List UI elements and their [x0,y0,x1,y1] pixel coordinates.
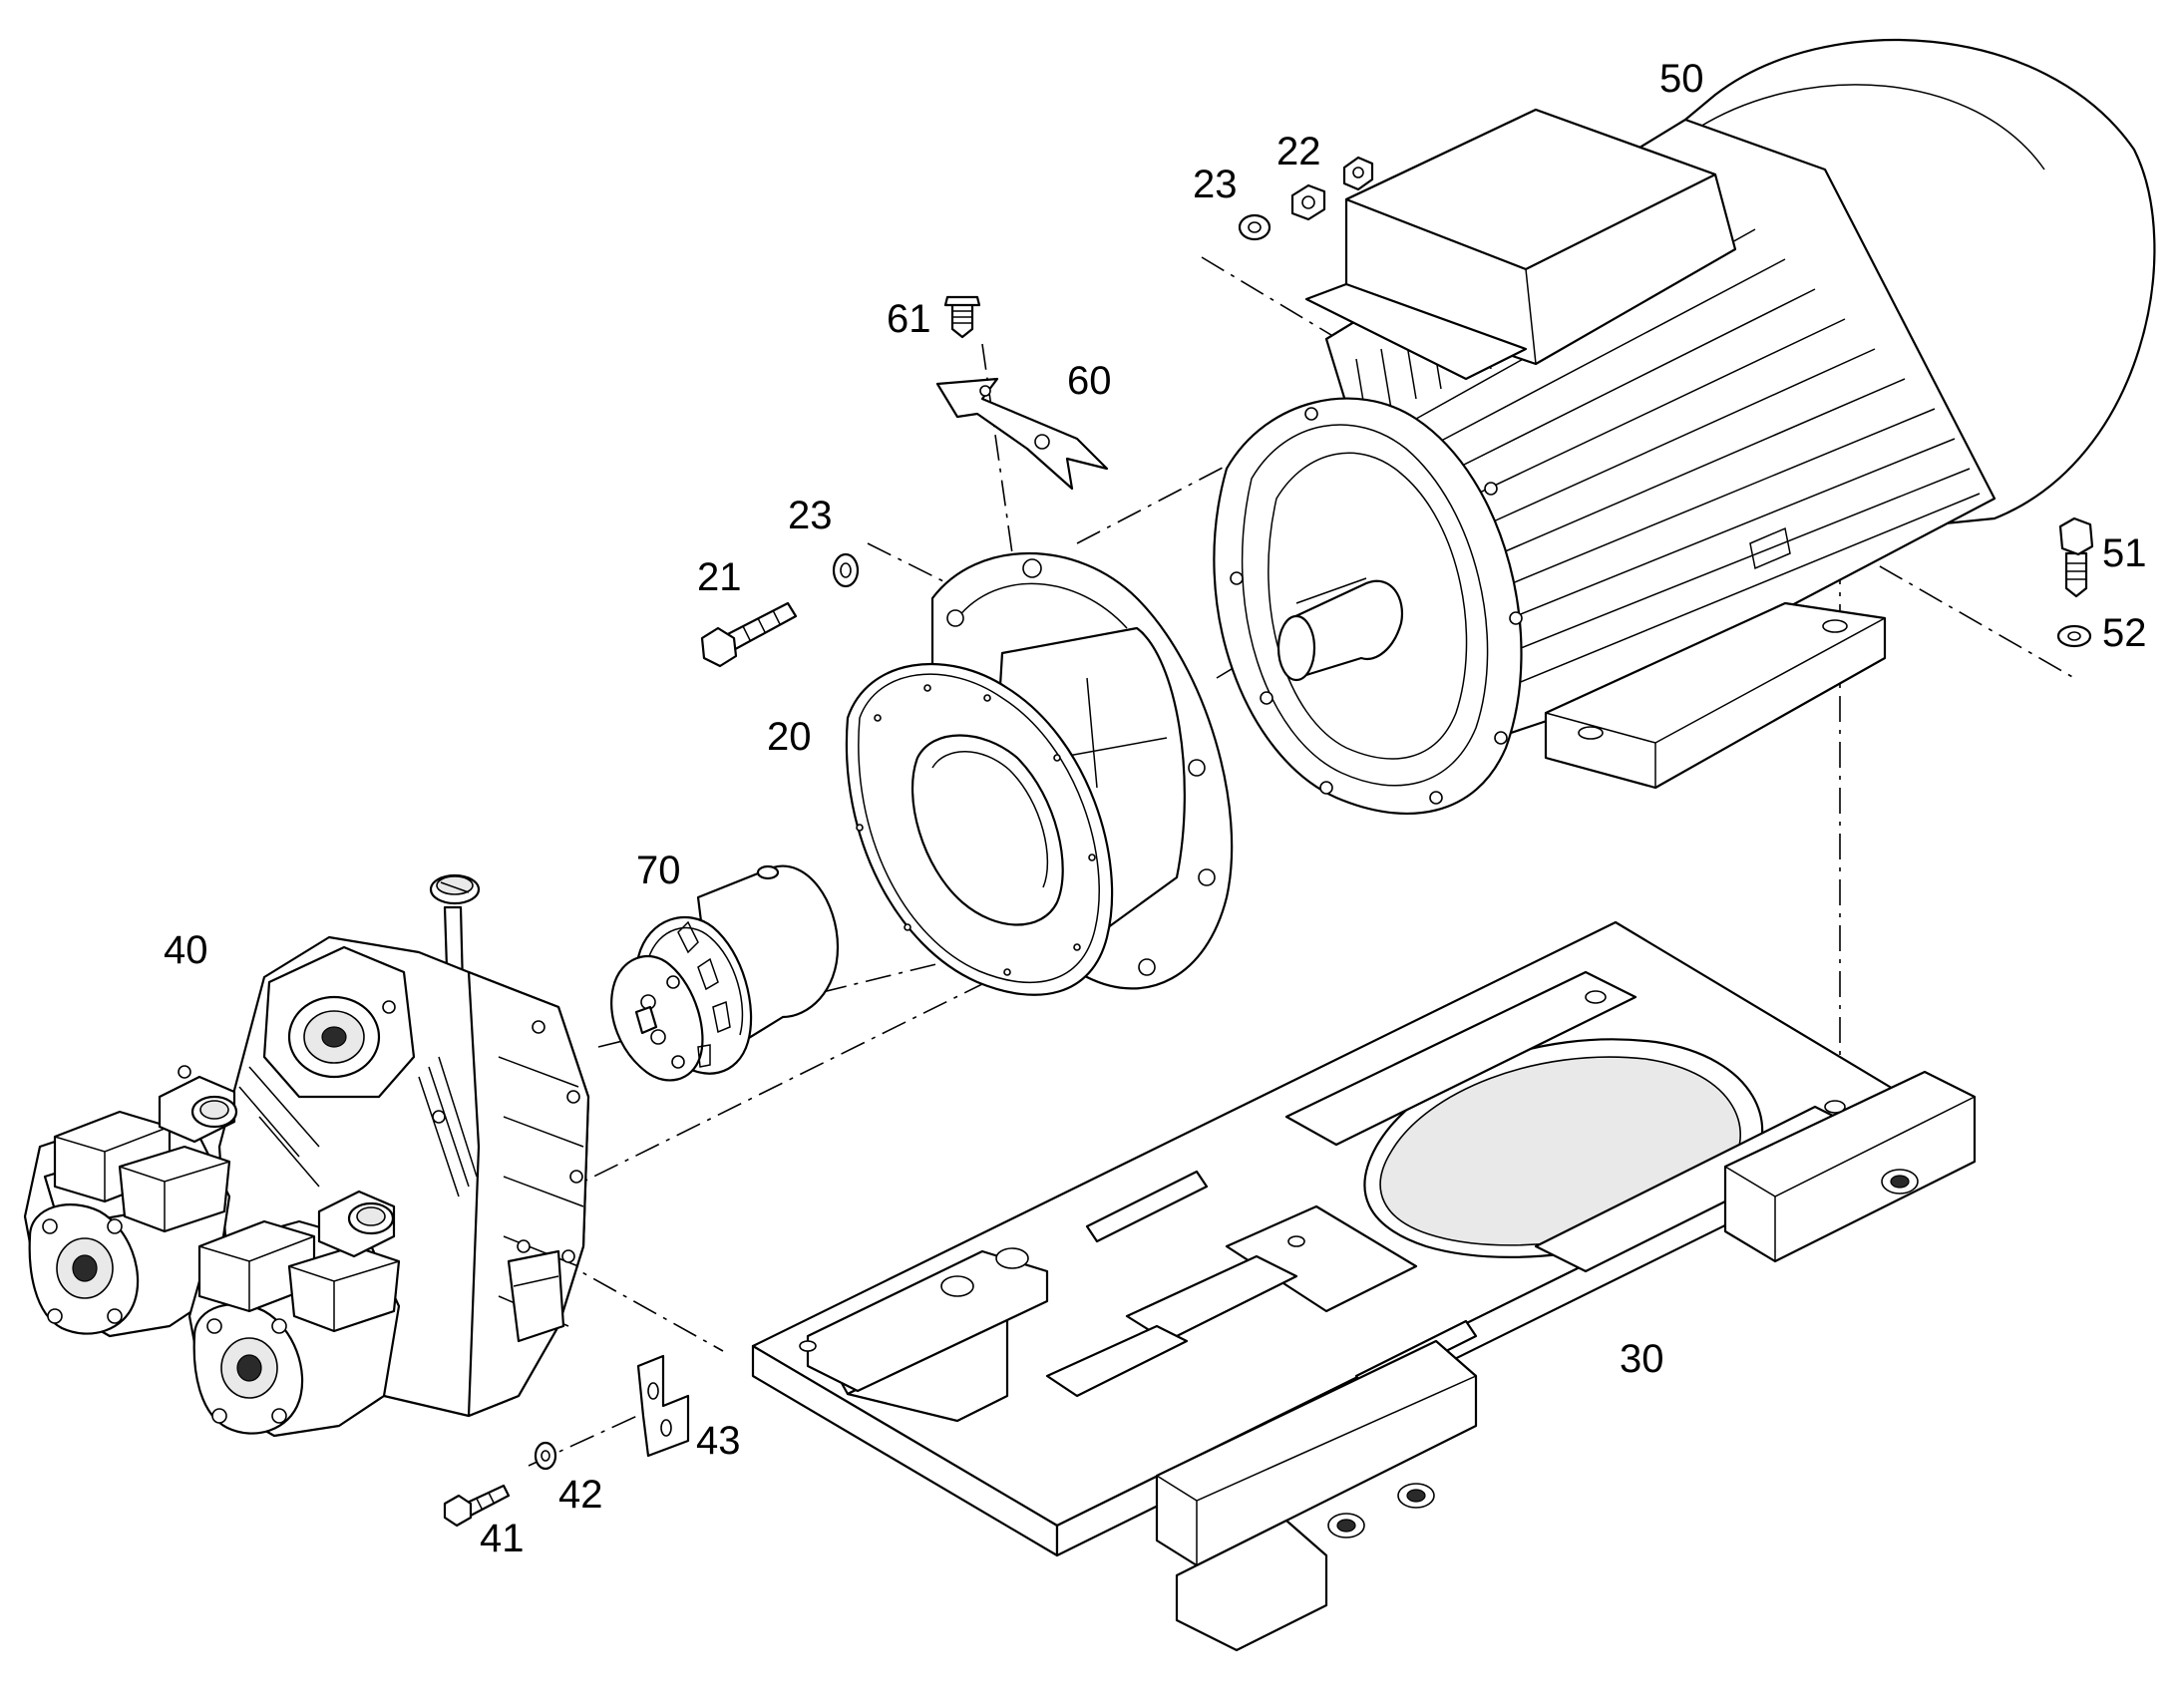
callout-42: 42 [558,1473,603,1517]
mounting-bracket [636,1354,690,1458]
callout-30: 30 [1620,1337,1664,1381]
bell-housing-bolt [700,601,798,668]
bell-housing-adapter [845,552,1234,996]
callout-70: 70 [636,849,681,892]
callout-21: 21 [697,555,742,599]
base-frame [751,920,1977,1652]
motor-foot-washer [2056,624,2092,648]
callout-50: 50 [1659,57,1704,101]
motor-flange-bolt-holes [1230,407,1523,805]
hydraulic-pump-group [23,873,590,1438]
bracket-washer [534,1441,557,1471]
terminal-box-nuts [1238,156,1374,241]
callout-23-housing: 23 [788,494,833,537]
warning-arrow-bracket [935,377,1109,491]
callout-51: 51 [2102,531,2147,575]
bell-housing-washer [832,552,860,588]
callout-labels: 50 22 23 61 60 23 21 20 70 40 51 52 30 4… [164,57,2147,1560]
bracket-screw [943,295,981,339]
coupling-jaw-teeth [677,920,731,1068]
bracket-bolt [443,1484,511,1528]
callout-23-motor: 23 [1193,163,1238,206]
callout-52: 52 [2102,611,2147,655]
callout-20: 20 [767,715,812,759]
callout-22: 22 [1276,130,1321,173]
electric-motor [1213,38,2156,816]
shaft-coupling [610,864,840,1082]
callout-40: 40 [164,928,208,972]
motor-cooling-fins [1355,228,1981,689]
callout-41: 41 [480,1517,525,1560]
bell-housing-ring-holes [856,684,1096,976]
base-frame-mounting-holes [799,990,1919,1538]
callout-43: 43 [696,1419,741,1463]
callout-60: 60 [1067,359,1112,403]
callout-61: 61 [887,297,931,341]
motor-foot-bolt [2058,516,2094,598]
